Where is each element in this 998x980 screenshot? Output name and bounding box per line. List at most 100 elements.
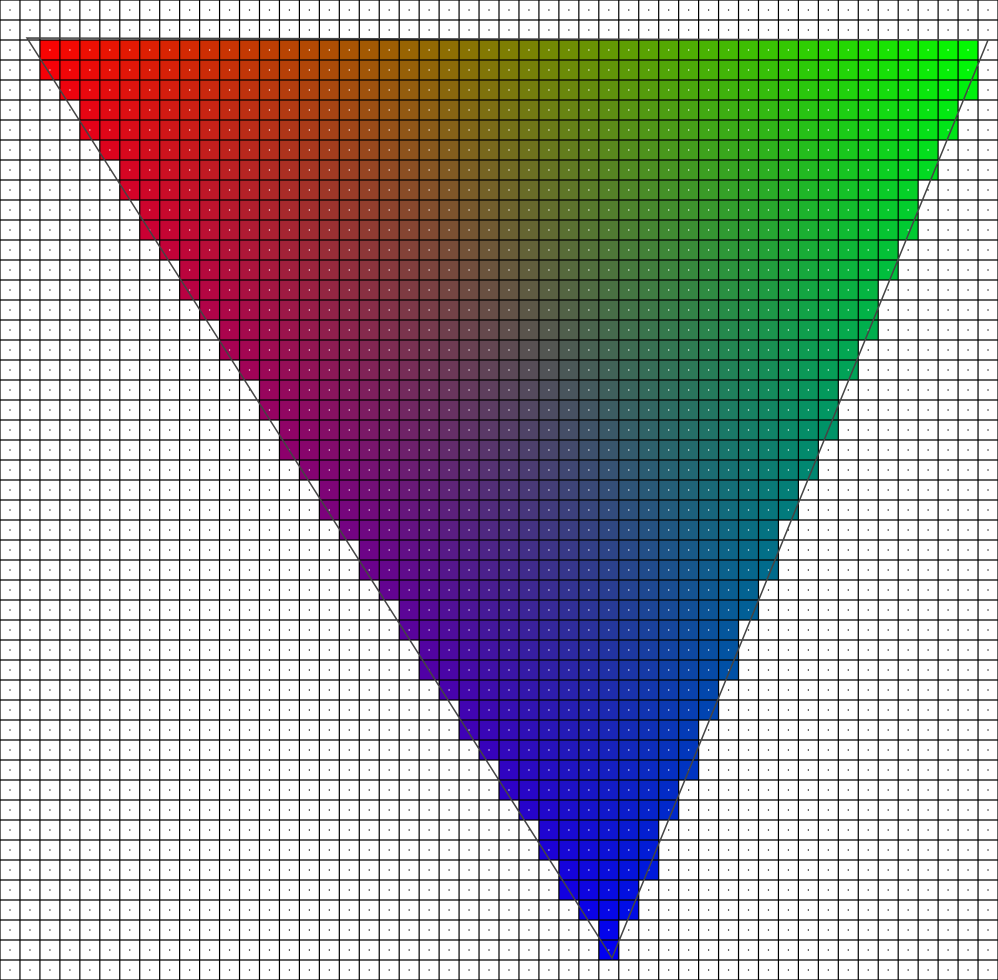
pixel-center-dot	[129, 389, 131, 391]
pixel-center-dot	[508, 949, 510, 951]
pixel-center-dot	[428, 249, 430, 251]
pixel-center-dot	[408, 9, 410, 11]
pixel-center-dot	[328, 569, 330, 571]
pixel-center-dot	[49, 609, 51, 611]
pixel-center-dot	[388, 769, 390, 771]
pixel-center-dot	[408, 369, 410, 371]
pixel-center-dot	[388, 829, 390, 831]
pixel-center-dot	[49, 949, 51, 951]
pixel-center-dot	[69, 809, 71, 811]
pixel-center-dot	[707, 969, 710, 971]
pixel-center-dot	[648, 249, 650, 251]
pixel-center-dot	[368, 629, 370, 631]
pixel-center-dot	[368, 389, 370, 391]
pixel-center-dot	[428, 489, 430, 491]
pixel-center-dot	[468, 709, 470, 711]
pixel-center-dot	[169, 949, 171, 951]
pixel-center-dot	[747, 549, 750, 551]
pixel-center-dot	[189, 109, 191, 111]
pixel-center-dot	[268, 409, 271, 411]
pixel-center-dot	[727, 409, 730, 411]
pixel-center-dot	[89, 969, 91, 971]
pixel-center-dot	[408, 429, 410, 431]
pixel-center-dot	[49, 849, 51, 851]
pixel-center-dot	[867, 269, 869, 271]
pixel-center-dot	[29, 89, 31, 91]
pixel-center-dot	[448, 189, 450, 191]
pixel-center-dot	[248, 789, 251, 791]
pixel-center-dot	[288, 509, 291, 511]
pixel-center-dot	[887, 109, 889, 111]
pixel-center-dot	[248, 469, 251, 471]
pixel-center-dot	[189, 589, 191, 591]
pixel-center-dot	[69, 709, 71, 711]
pixel-center-dot	[248, 409, 251, 411]
pixel-center-dot	[707, 789, 710, 791]
pixel-center-dot	[208, 349, 211, 351]
pixel-center-dot	[29, 149, 31, 151]
pixel-center-dot	[348, 149, 350, 151]
pixel-center-dot	[169, 149, 171, 151]
pixel-center-dot	[588, 69, 590, 71]
pixel-center-dot	[129, 949, 131, 951]
pixel-center-dot	[488, 309, 490, 311]
pixel-center-dot	[468, 329, 470, 331]
pixel-center-dot	[887, 49, 889, 51]
pixel-center-dot	[208, 809, 211, 811]
pixel-center-dot	[368, 229, 370, 231]
pixel-center-dot	[89, 329, 91, 331]
pixel-center-dot	[747, 529, 750, 531]
pixel-center-dot	[907, 529, 909, 531]
pixel-center-dot	[727, 209, 730, 211]
pixel-center-dot	[568, 509, 570, 511]
pixel-center-dot	[947, 269, 949, 271]
pixel-center-dot	[807, 629, 809, 631]
pixel-center-dot	[987, 389, 989, 391]
pixel-center-dot	[328, 709, 330, 711]
pixel-center-dot	[927, 769, 929, 771]
pixel-center-dot	[927, 949, 929, 951]
pixel-center-dot	[149, 669, 151, 671]
pixel-center-dot	[827, 569, 829, 571]
pixel-center-dot	[189, 889, 191, 891]
pixel-center-dot	[628, 789, 630, 791]
pixel-center-dot	[827, 269, 829, 271]
pixel-center-dot	[747, 489, 750, 491]
pixel-center-dot	[9, 369, 11, 371]
pixel-center-dot	[648, 289, 650, 291]
pixel-center-dot	[328, 169, 330, 171]
pixel-center-dot	[308, 649, 310, 651]
pixel-center-dot	[388, 969, 390, 971]
pixel-center-dot	[907, 49, 909, 51]
pixel-center-dot	[448, 769, 450, 771]
pixel-center-dot	[408, 709, 410, 711]
pixel-center-dot	[847, 849, 849, 851]
pixel-center-dot	[668, 229, 670, 231]
pixel-center-dot	[767, 389, 770, 391]
pixel-center-dot	[668, 949, 670, 951]
pixel-center-dot	[69, 89, 71, 91]
pixel-center-dot	[907, 269, 909, 271]
pixel-center-dot	[348, 849, 350, 851]
pixel-center-dot	[109, 909, 111, 911]
pixel-center-dot	[89, 429, 91, 431]
pixel-center-dot	[688, 629, 690, 631]
pixel-center-dot	[468, 949, 470, 951]
pixel-center-dot	[69, 369, 71, 371]
pixel-center-dot	[927, 289, 929, 291]
pixel-center-dot	[149, 469, 151, 471]
pixel-center-dot	[388, 909, 390, 911]
pixel-center-dot	[149, 549, 151, 551]
pixel-center-dot	[488, 269, 490, 271]
pixel-center-dot	[428, 369, 430, 371]
pixel-center-dot	[388, 609, 390, 611]
pixel-center-dot	[49, 229, 51, 231]
pixel-center-dot	[967, 949, 969, 951]
pixel-center-dot	[548, 169, 550, 171]
pixel-center-dot	[228, 349, 231, 351]
pixel-center-dot	[588, 189, 590, 191]
pixel-center-dot	[29, 569, 31, 571]
pixel-center-dot	[408, 189, 410, 191]
pixel-center-dot	[967, 109, 969, 111]
